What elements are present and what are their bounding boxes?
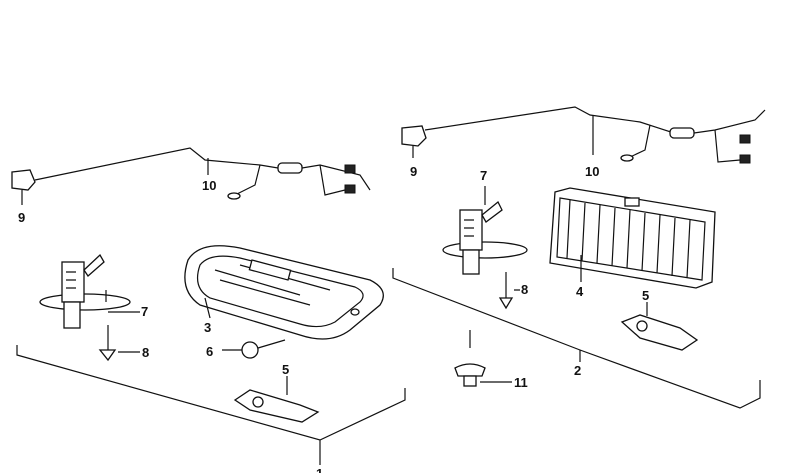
group-bracket-2 [392,268,761,409]
callout-7-right: 7 [480,168,487,183]
callout-6: 6 [206,344,213,359]
callout-8-left: 8 [142,345,149,360]
group-bracket-1 [16,345,406,465]
callout-5-left: 5 [282,362,289,377]
screw [98,325,140,362]
wiring-harness [34,147,371,200]
clip [454,330,512,387]
callout-7-left: 7 [141,304,148,319]
callout-9-left: 9 [18,210,25,225]
callout-1: 1 [316,466,323,473]
callout-10-right: 10 [585,164,599,179]
door-contact-switch [442,186,528,275]
right-assembly: 9 10 7 8 4 5 2 11 [392,106,766,409]
connector-clip [11,169,36,205]
lens [549,187,716,289]
screw [498,272,520,310]
callout-2: 2 [574,363,581,378]
callout-3: 3 [204,320,211,335]
callout-10-left: 10 [202,178,216,193]
callout-4: 4 [576,284,584,299]
callout-9-right: 9 [410,164,417,179]
left-assembly: 9 10 7 8 3 6 5 1 [11,147,406,473]
lamp-housing [184,245,384,340]
wiring-harness [424,106,766,164]
callout-5-right: 5 [642,288,649,303]
connector-clip [401,125,427,158]
callout-11: 11 [514,375,528,390]
callout-8-right: 8 [521,282,528,297]
screw [222,339,286,359]
festoon-bulb [233,376,320,423]
door-contact-switch [39,253,140,329]
festoon-bulb [620,302,699,351]
